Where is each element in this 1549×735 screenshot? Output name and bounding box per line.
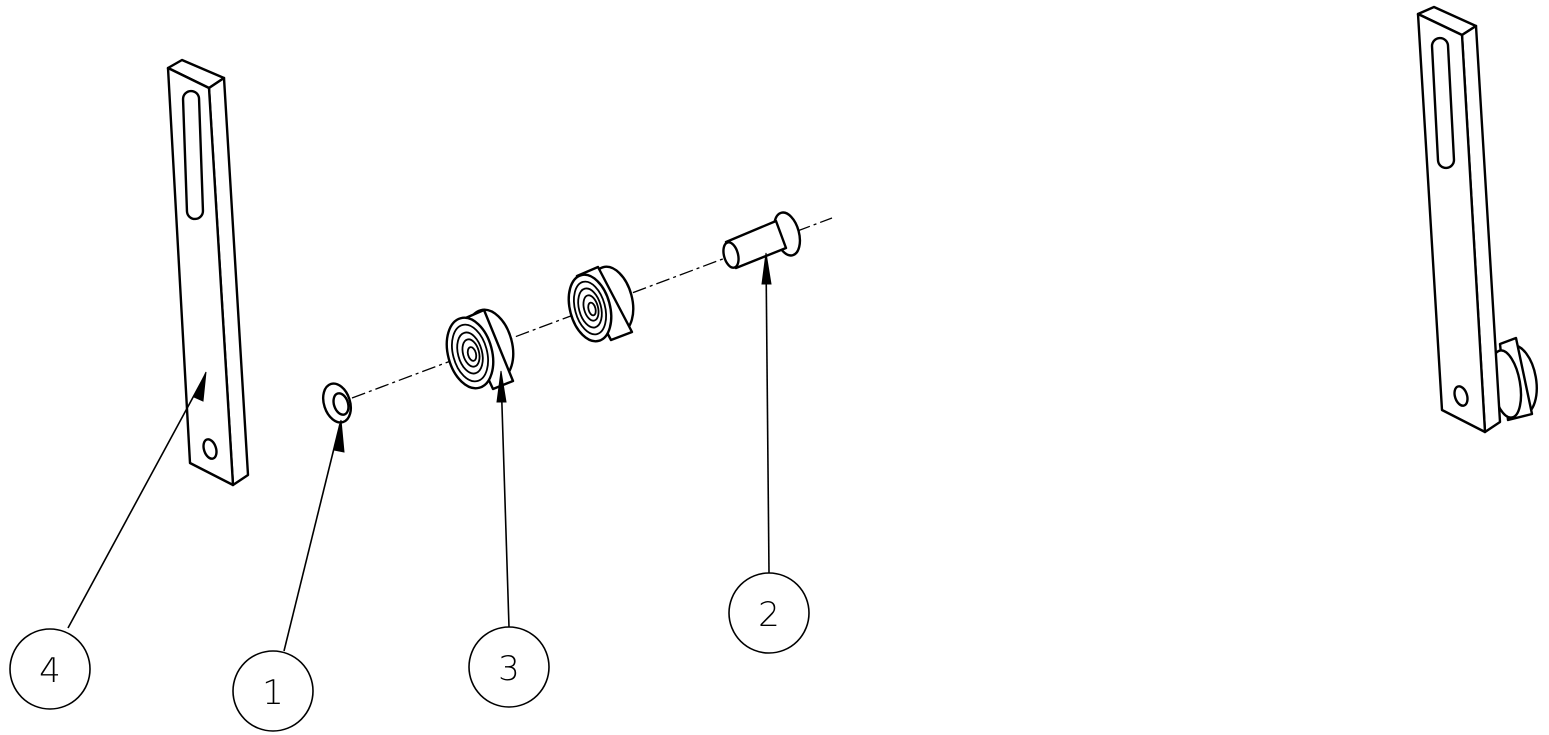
bearing-part-a <box>439 305 520 394</box>
arm-slot <box>183 91 203 219</box>
leader-line-1 <box>284 424 340 651</box>
balloon-4-label: 4 <box>39 651 61 691</box>
balloon-3-label: 3 <box>498 649 520 689</box>
balloon-2-label: 2 <box>758 595 780 635</box>
balloon-2: 2 <box>729 573 809 653</box>
leader-line-4 <box>68 377 204 628</box>
assembled-arm-view <box>1418 7 1542 432</box>
bearing-part-b <box>562 262 640 346</box>
washer-part <box>318 380 355 426</box>
balloon-4: 4 <box>10 629 90 709</box>
balloon-1: 1 <box>233 651 313 731</box>
balloon-1-label: 1 <box>262 673 284 713</box>
leader-line-2 <box>766 257 769 573</box>
balloon-3: 3 <box>469 627 549 707</box>
pin-part <box>721 210 804 270</box>
leader-line-3 <box>501 375 509 627</box>
